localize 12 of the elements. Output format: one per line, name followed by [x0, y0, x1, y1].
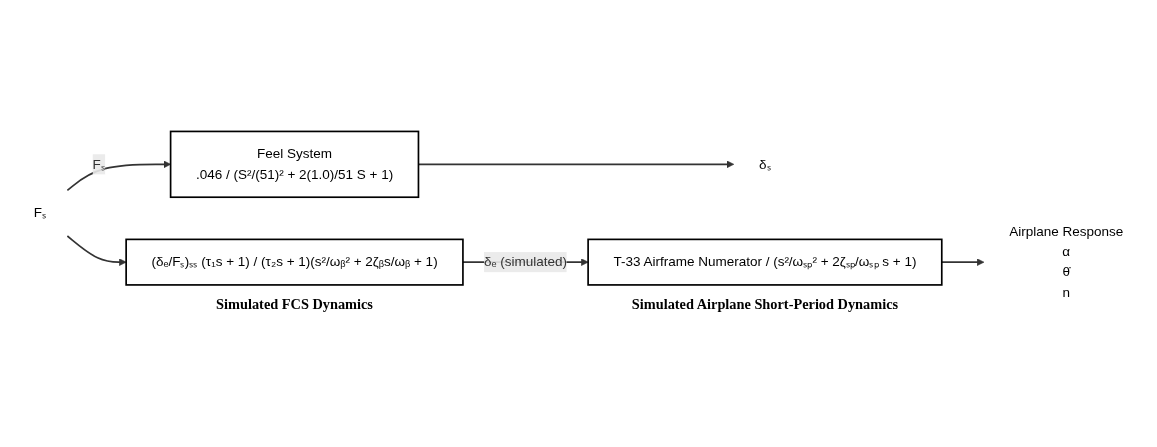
block-caption: Simulated FCS Dynamics: [216, 295, 373, 312]
node-box: T-33 Airframe Numerator / (s²/ωₛₚ² + 2ζₛₚ/ωₛₚ s + 1): [587, 238, 943, 286]
node-box: Feel System .046 / (S²/(51)² + 2(1.0)/51 S + 1): [169, 130, 420, 199]
node-text: Fₛ: [33, 205, 47, 221]
arrow: [66, 160, 171, 192]
edge-label: Fₛ: [92, 156, 106, 172]
edge-label: δₑ (simulated): [484, 254, 568, 270]
block-caption: Simulated Airplane Short-Period Dynamics: [631, 295, 899, 312]
node-text: δₛ: [759, 156, 771, 172]
node-text: Airplane Response α θ̇ n: [1009, 224, 1124, 300]
arrow: [66, 235, 127, 266]
node-box: (δₑ/Fₛ)ₛₛ (τ₁s + 1) / (τ₂s + 1)(s²/ωᵦ² + 2ζᵦs/ωᵦ + 1): [125, 238, 464, 286]
